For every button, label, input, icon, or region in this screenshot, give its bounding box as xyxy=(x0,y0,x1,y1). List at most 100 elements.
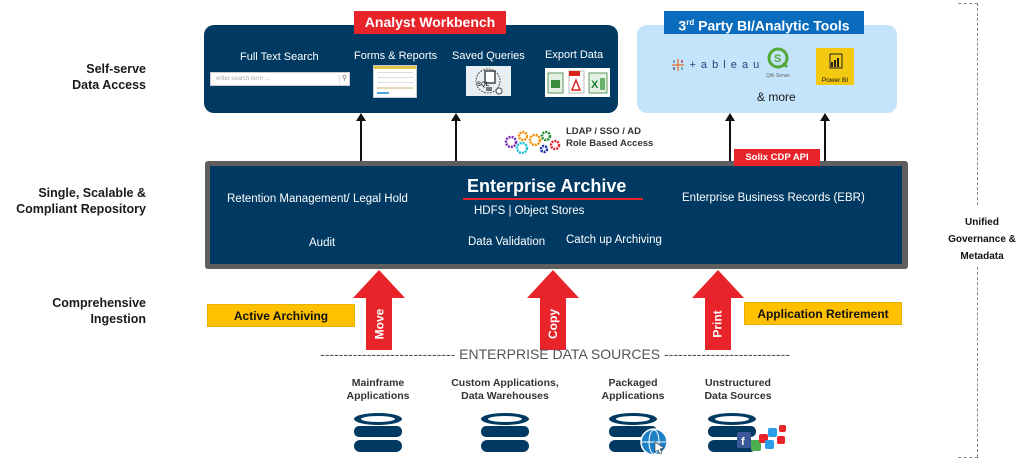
search-input[interactable]: enter search term ... ⚲ xyxy=(210,72,350,86)
solix-cdp-api-badge: Solix CDP API xyxy=(734,149,820,166)
saved-queries-label: Saved Queries xyxy=(452,50,525,62)
gear-icon xyxy=(528,133,542,147)
arrow-up-icon xyxy=(451,113,461,161)
source-line: Custom Applications, xyxy=(451,377,559,389)
qlik-sense-logo: S Qlik Sense xyxy=(758,47,798,79)
gears-icon xyxy=(504,128,562,159)
bi-title-rest: Party BI/Analytic Tools xyxy=(694,17,850,34)
row-label-line: Comprehensive xyxy=(52,296,146,310)
database-icon xyxy=(481,413,529,452)
search-icon[interactable]: ⚲ xyxy=(341,75,347,82)
enterprise-archive-title: Enterprise Archive xyxy=(467,176,627,196)
catch-up-archiving-label: Catch up Archiving xyxy=(566,234,662,246)
svg-text:f: f xyxy=(741,436,745,448)
source-line: Unstructured xyxy=(705,377,771,389)
form-line xyxy=(377,77,413,78)
security-label: LDAP / SSO / AD Role Based Access xyxy=(566,126,653,150)
power-bi-logo: Power BI xyxy=(816,48,854,85)
bi-tools-title: 3rd Party BI/Analytic Tools xyxy=(664,11,864,34)
row-label-line: Self-serve xyxy=(86,62,146,76)
governance-bracket-lower xyxy=(958,267,978,457)
row-label-line: Ingestion xyxy=(90,312,146,326)
source-line: Data Sources xyxy=(704,390,772,402)
source-packaged-apps: Packaged Applications xyxy=(595,377,671,403)
database-icon xyxy=(354,413,402,452)
gear-icon xyxy=(540,130,552,142)
tableau-logo: + a b l e a u xyxy=(671,56,760,74)
tableau-icon xyxy=(672,58,684,71)
form-button xyxy=(377,92,389,94)
bi-title-sup: rd xyxy=(686,18,695,27)
arrow-shaft xyxy=(540,297,566,350)
print-label: Print xyxy=(711,309,725,338)
more-tools-label: & more xyxy=(757,90,796,104)
row-label-line: Compliant Repository xyxy=(16,202,146,216)
copy-label: Copy xyxy=(546,308,560,339)
application-retirement-badge: Application Retirement xyxy=(744,302,902,325)
gear-icon xyxy=(517,130,529,142)
arrow-shaft xyxy=(366,297,392,350)
audit-label: Audit xyxy=(309,237,336,249)
source-custom-apps: Custom Applications, Data Warehouses xyxy=(440,377,570,403)
retention-label: Retention Management/ Legal Hold xyxy=(227,193,408,205)
qlik-label: Qlik Sense xyxy=(765,73,791,79)
governance-line: Governance & xyxy=(948,234,1016,245)
row-label-line: Data Access xyxy=(72,78,146,92)
source-line: Mainframe xyxy=(351,377,405,389)
arrow-label-wrap: Print xyxy=(705,297,731,350)
export-file-icons: X xyxy=(547,70,608,94)
power-bi-label: Power BI xyxy=(821,77,849,84)
export-data-label: Export Data xyxy=(545,49,604,61)
form-line xyxy=(377,82,413,83)
source-unstructured: Unstructured Data Sources xyxy=(698,377,778,403)
analyst-workbench-title: Analyst Workbench xyxy=(354,11,506,34)
search-separator xyxy=(339,75,340,84)
gears-graphic xyxy=(504,130,561,155)
export-data-thumbnail[interactable]: X xyxy=(545,68,610,97)
gear-icon xyxy=(504,135,518,149)
governance-line: Unified xyxy=(965,217,999,228)
repository-panel xyxy=(210,166,902,264)
forms-reports-thumbnail[interactable] xyxy=(373,65,417,98)
form-line xyxy=(377,87,413,89)
tableau-wordmark: + a b l e a u xyxy=(689,58,761,71)
arrow-label-wrap: Copy xyxy=(540,297,566,350)
svg-text:X: X xyxy=(591,79,599,91)
power-bi-icon xyxy=(829,53,843,69)
form-header-bar xyxy=(374,66,416,69)
full-text-search-label: Full Text Search xyxy=(240,51,319,63)
move-arrow: Move xyxy=(353,270,405,350)
source-line: Applications xyxy=(346,390,410,402)
row-label-line: Single, Scalable & xyxy=(38,186,146,200)
source-mainframe: Mainframe Applications xyxy=(340,377,416,403)
governance-bracket-top xyxy=(958,3,978,4)
governance-label: Unified Governance & Metadata xyxy=(942,214,1022,265)
print-arrow: Print xyxy=(692,270,744,350)
arrow-up-icon xyxy=(725,113,735,161)
sql-query-icon: SQL xyxy=(475,68,503,95)
governance-bracket-upper xyxy=(958,3,978,205)
governance-line: Metadata xyxy=(960,251,1004,262)
arrow-up-icon xyxy=(820,113,830,161)
enterprise-data-sources-header: ----------------------------- ENTERPRISE… xyxy=(320,346,790,362)
saved-queries-thumbnail[interactable]: SQL xyxy=(466,66,511,96)
gear-icon xyxy=(539,144,549,154)
data-validation-label: Data Validation xyxy=(468,236,546,248)
arrow-label-wrap: Move xyxy=(366,297,392,350)
source-line: Packaged xyxy=(608,377,658,389)
gear-icon xyxy=(515,141,529,155)
database-web-icon xyxy=(609,413,668,456)
row-label-self-serve-access: Self-serve Data Access xyxy=(72,61,146,93)
source-line: Applications xyxy=(601,390,665,402)
qlik-icon: S xyxy=(767,47,789,69)
arrow-shaft xyxy=(705,297,731,350)
svg-text:S: S xyxy=(774,53,781,65)
arrow-head xyxy=(353,270,405,298)
source-line: Data Warehouses xyxy=(461,390,549,402)
governance-bracket-bottom xyxy=(958,457,978,458)
search-placeholder: enter search term ... xyxy=(216,76,270,82)
copy-arrow: Copy xyxy=(527,270,579,350)
title-underline xyxy=(463,198,643,200)
row-label-ingestion: Comprehensive Ingestion xyxy=(52,295,146,327)
gear-icon xyxy=(549,139,561,151)
